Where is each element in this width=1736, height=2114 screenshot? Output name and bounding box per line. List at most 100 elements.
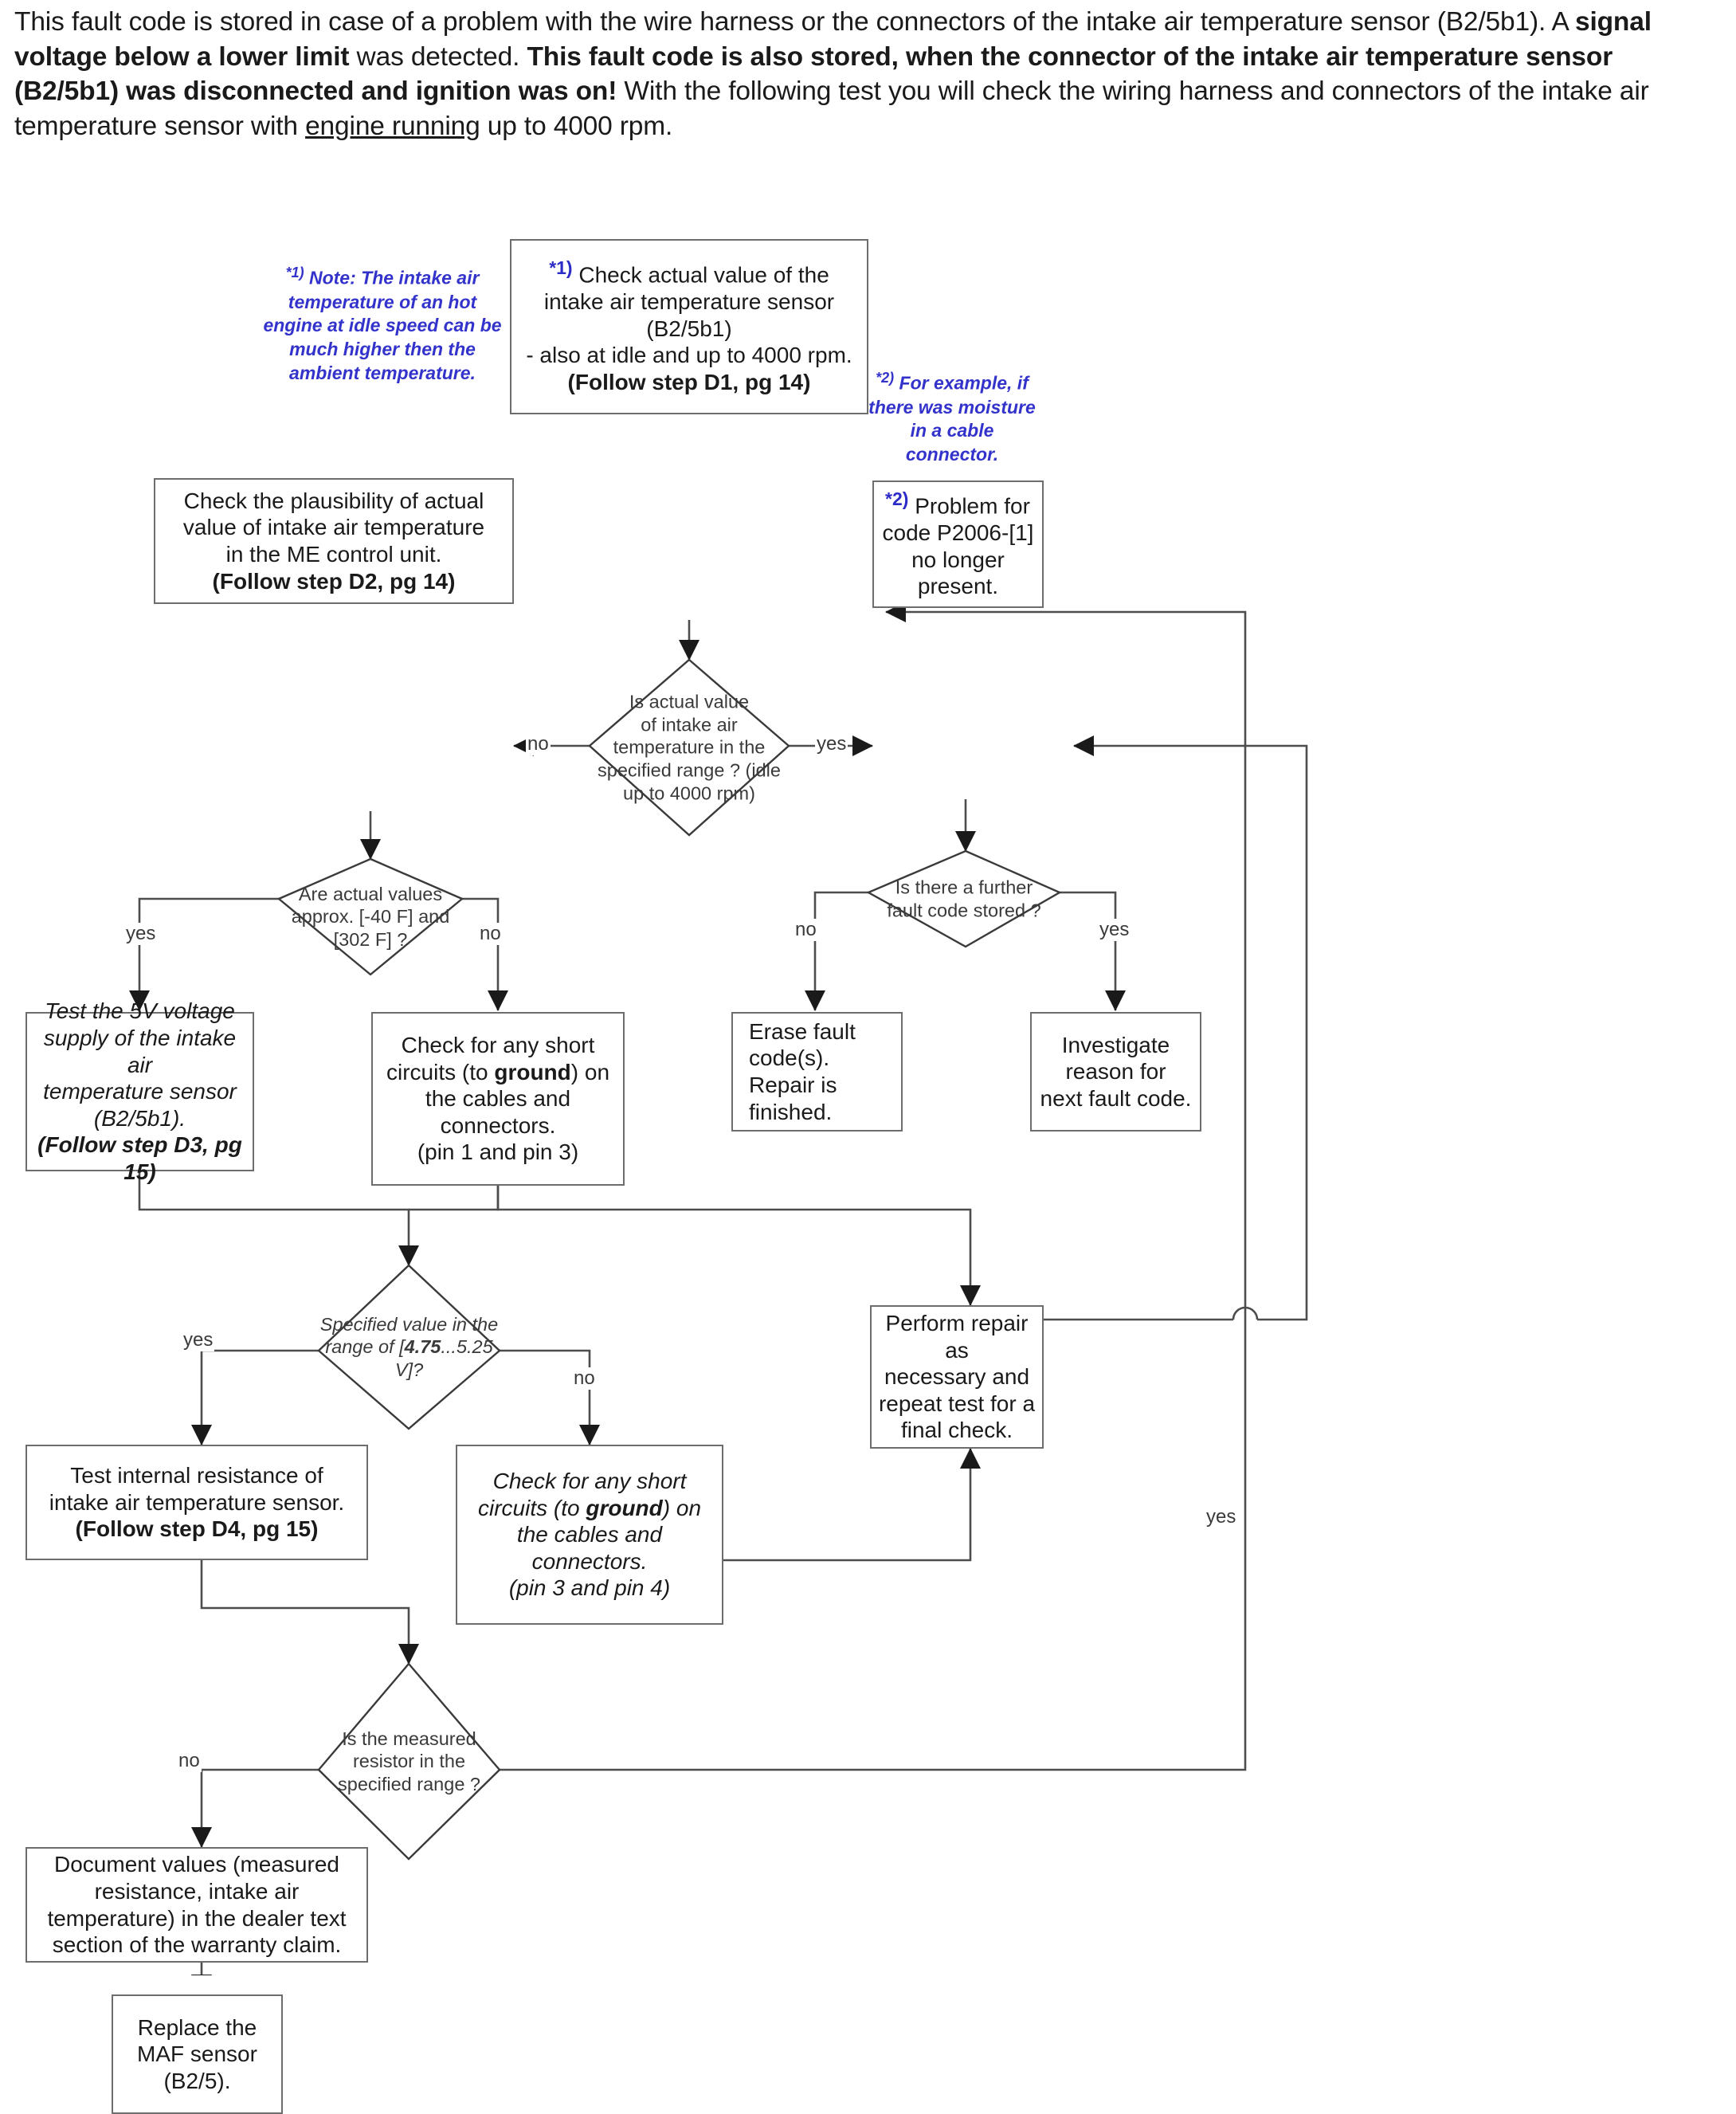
d4-line2c: ...5.25 V]?: [394, 1336, 493, 1380]
diamond-shape-5: [317, 1662, 501, 1861]
node-doc-line4: section of the warranty claim.: [52, 1932, 342, 1958]
edge-label-no-1: no: [526, 733, 551, 755]
d1-line5: up to 4000 rpm): [623, 782, 755, 803]
node-check-marker: *1): [549, 257, 573, 279]
diamond-shape-4: [317, 1264, 501, 1430]
node-repair-line1: Perform repair as: [885, 1311, 1029, 1363]
d3-line1: Is there a further: [895, 877, 1033, 898]
intro-seg-6-underline: engine running: [305, 111, 480, 141]
edge-d3-yes: [1060, 891, 1126, 1012]
node-test5v-line6: 15): [123, 1159, 156, 1184]
edge-label-no-2: no: [478, 923, 503, 945]
intro-seg-3: was detected.: [349, 41, 527, 72]
intro-paragraph: This fault code is stored in case of a p…: [14, 5, 1711, 143]
edge-label-yes-4: yes: [182, 1329, 215, 1351]
node-investigate-reason[interactable]: Investigate reason for next fault code.: [1030, 1012, 1201, 1132]
edge-label-no-5: no: [177, 1750, 202, 1772]
edge-d3-no: [805, 891, 868, 1012]
d4-line1: Specified value in the: [319, 1313, 499, 1335]
node-short1-line4: connectors.: [440, 1112, 556, 1138]
node-plaus-line3: in the ME control unit.: [225, 542, 442, 567]
node-test-5v-supply[interactable]: Test the 5V voltage supply of the intake…: [25, 998, 254, 1184]
diamond-shape-1: [588, 658, 790, 837]
edge-label-no-4: no: [572, 1367, 597, 1390]
node-check-line5: (Follow step D1, pg 14): [567, 370, 811, 395]
d1-line2: of intake air: [641, 714, 738, 735]
d5-line1: Is the measured: [342, 1728, 476, 1749]
intro-seg-4-bold: This fault code is also stored, when the…: [14, 41, 1613, 107]
edge-short2-to-repair: [723, 1447, 981, 1562]
d2-line3: [302 F] ?: [333, 928, 408, 950]
node-check-plausibility[interactable]: Check the plausibility of actual value o…: [154, 478, 514, 604]
node-erase-line2: code(s).: [749, 1045, 830, 1071]
note-2-marker: *2): [876, 370, 895, 386]
node-problem-line1: Problem for: [915, 493, 1030, 519]
edge-d5-yes: [500, 1320, 1247, 1771]
node-perform-repair[interactable]: Perform repair as necessary and repeat t…: [870, 1305, 1044, 1449]
intro-seg-2-bold: signal voltage below a lower limit: [14, 7, 1652, 72]
node-short2-line2b: ground: [586, 1495, 663, 1520]
decision-actual-values-approx[interactable]: Are actual values approx. [-40 F] and [3…: [271, 859, 470, 975]
node-resistance-line2: intake air temperature sensor.: [49, 1489, 345, 1515]
node-investigate-line2: reason for: [1065, 1059, 1166, 1084]
diamond-shape-3: [866, 849, 1062, 948]
node-investigate-line1: Investigate: [1061, 1032, 1170, 1057]
d1-line1: Is actual value: [629, 691, 750, 712]
flowchart-edges: [129, 602, 1308, 1975]
node-short1-line2b: ground: [494, 1059, 571, 1084]
node-check-line1: Check actual value of the: [578, 262, 829, 288]
node-check-short-pin1-pin3[interactable]: Check for any short circuits (to ground)…: [371, 1012, 625, 1186]
node-short2-line1: Check for any short: [492, 1469, 687, 1494]
node-check-line2: intake air temperature sensor: [543, 289, 835, 315]
node-problem-line4: present.: [917, 574, 999, 599]
node-plaus-line1: Check the plausibility of actual: [183, 488, 484, 513]
node-problem-line3: no longer: [911, 547, 1005, 572]
node-short2-line5: (pin 3 and pin 4): [508, 1575, 671, 1601]
note-1: *1) Note: The intake air temperature of …: [263, 264, 502, 386]
node-short2-line3: the cables and: [516, 1522, 663, 1547]
node-erase-line3: Repair is: [749, 1073, 837, 1097]
node-doc-line3: temperature) in the dealer text: [47, 1905, 347, 1931]
flowchart-canvas: *1) Note: The intake air temperature of …: [0, 206, 1736, 2114]
node-short1-line2c: ) on: [570, 1059, 610, 1084]
node-check-short-pin3-pin4[interactable]: Check for any short circuits (to ground)…: [456, 1445, 723, 1625]
decision-measured-resistor-range[interactable]: Is the measured resistor in the specifie…: [311, 1664, 507, 1859]
edge-short1-to-repair: [496, 1186, 981, 1307]
node-problem-no-longer-present[interactable]: *2) Problem for code P2006-[1] no longer…: [872, 480, 1044, 608]
node-document-values[interactable]: Document values (measured resistance, in…: [25, 1847, 368, 1963]
node-check-line4: - also at idle and up to 4000 rpm.: [526, 343, 852, 368]
d1-line3: temperature in the: [613, 736, 766, 758]
note-1-text: Note: The intake air temperature of an h…: [263, 267, 502, 384]
edge-test5v-to-d4: [138, 1154, 419, 1267]
intro-seg-5: With the following test you will check t…: [14, 76, 1649, 141]
node-doc-line1: Document values (measured: [54, 1852, 339, 1877]
node-erase-fault-codes[interactable]: Erase fault code(s). Repair is finished.: [731, 1012, 903, 1132]
node-repair-line2: necessary and: [884, 1364, 1030, 1390]
edge-label-yes-2: yes: [124, 923, 158, 945]
node-short1-line3: the cables and: [425, 1086, 571, 1112]
node-test-internal-resistance[interactable]: Test internal resistance of intake air t…: [25, 1445, 368, 1560]
decision-further-fault-code[interactable]: Is there a further fault code stored ?: [860, 851, 1068, 947]
node-plaus-line4: (Follow step D2, pg 14): [212, 568, 456, 594]
decision-specified-value-range[interactable]: Specified value in the range of [4.75...…: [311, 1265, 507, 1429]
node-check-actual-value[interactable]: *1) Check actual value of the intake air…: [510, 239, 868, 414]
node-short2-line2c: ) on: [662, 1495, 702, 1520]
node-test5v-line4: (B2/5b1).: [93, 1105, 186, 1131]
diamond-shape-2: [276, 857, 464, 976]
d5-line3: specified range ?: [338, 1773, 480, 1794]
node-repair-line3: repeat test for a: [878, 1390, 1036, 1416]
node-check-line3: (B2/5b1): [646, 316, 732, 341]
node-replace-maf-sensor[interactable]: Replace the MAF sensor (B2/5).: [112, 1994, 283, 2114]
node-resistance-line1: Test internal resistance of: [70, 1463, 323, 1488]
decision-actual-value-in-range[interactable]: Is actual value of intake air temperatur…: [572, 660, 806, 835]
intro-seg-7: up to 4000 rpm.: [480, 111, 673, 141]
node-doc-line2: resistance, intake air: [94, 1878, 300, 1904]
edge-label-yes-3: yes: [1098, 919, 1131, 941]
node-short2-line2a: circuits (to: [477, 1495, 586, 1520]
node-test5v-line1: Test the 5V voltage: [45, 998, 235, 1024]
edge-d2-no: [462, 897, 508, 1012]
edge-resistance-to-d5: [200, 1560, 419, 1665]
edge-short1-to-d4: [409, 1186, 500, 1211]
node-short1-line5: (pin 1 and pin 3): [417, 1139, 579, 1165]
node-maf-line1: Replace the: [137, 2014, 257, 2040]
